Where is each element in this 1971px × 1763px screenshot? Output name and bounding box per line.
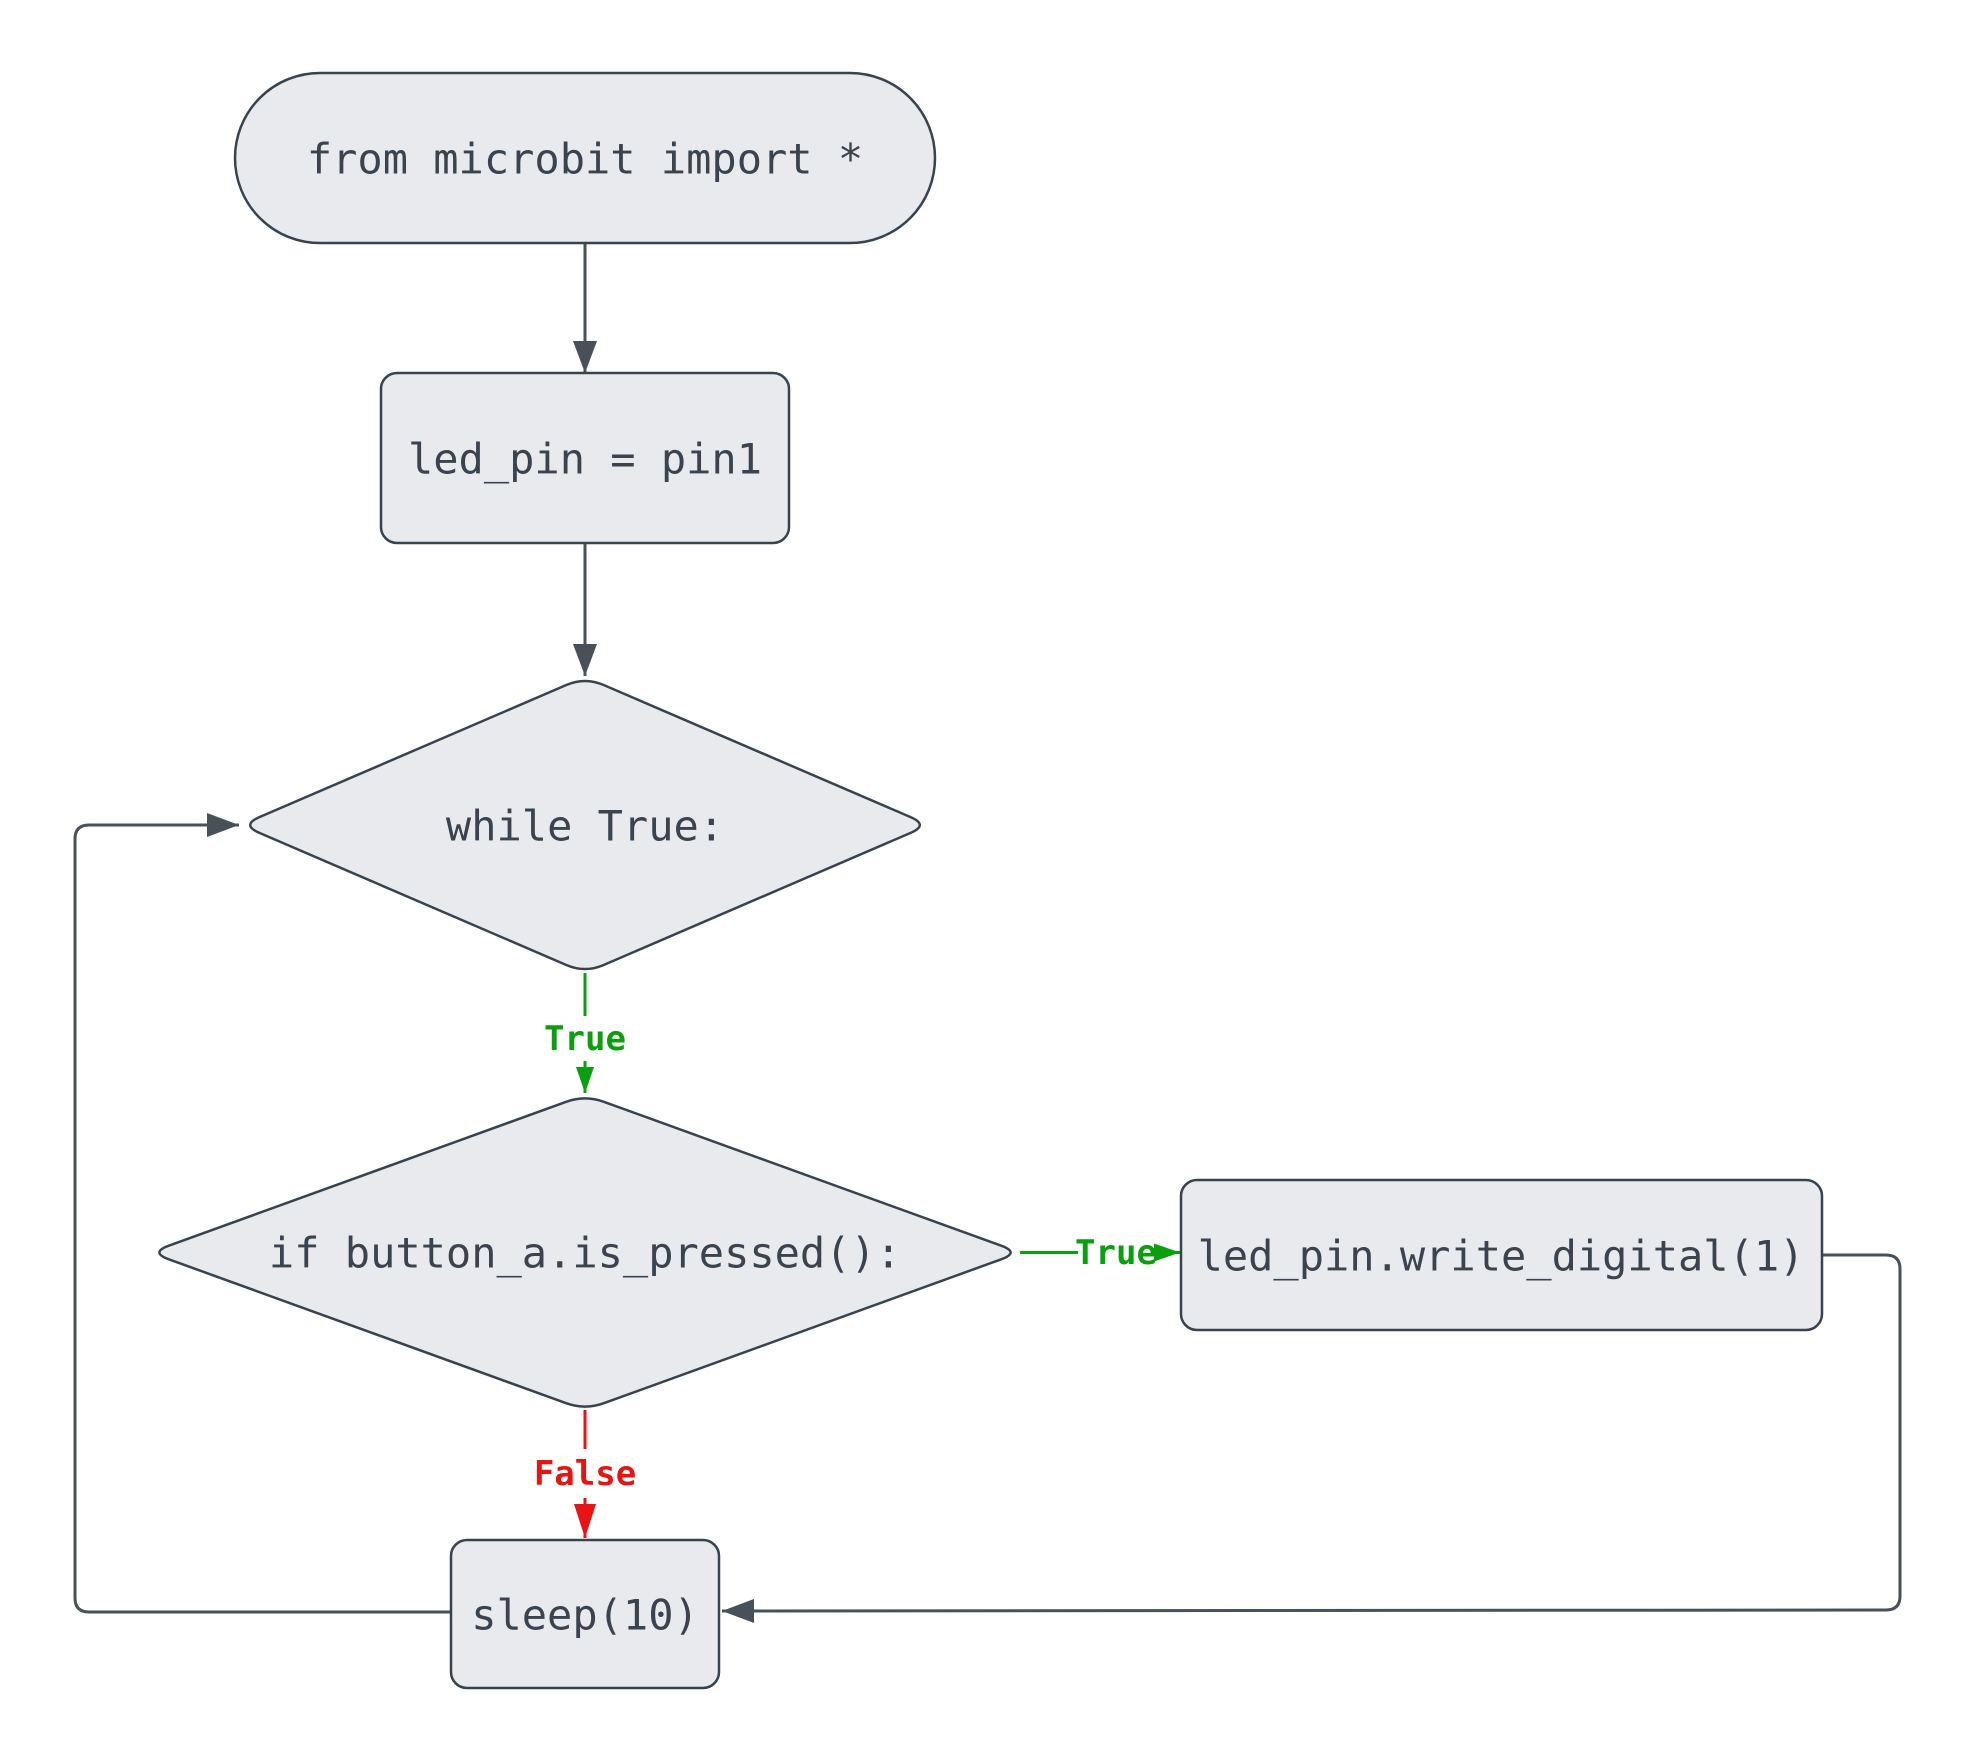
edge-label-if-true: True [1075,1233,1157,1273]
node-init-led-pin-shape [379,371,791,545]
node-start-label: from microbit import * [307,135,863,184]
node-start-shape [233,71,937,245]
node-sleep-label: sleep(10) [471,1591,699,1640]
node-if-button: if button_a.is_pressed(): [158,1097,1012,1408]
edge-sleep-to-while [73,813,451,1614]
node-if-button-shape [158,1097,1012,1408]
node-while-loop: while True: [248,679,922,971]
node-init-led-pin-label: led_pin = pin1 [408,435,762,484]
node-start: from microbit import * [233,71,937,245]
node-write-digital-shape [1179,1178,1824,1332]
node-if-button-label: if button_a.is_pressed(): [269,1229,901,1278]
edge-label-while-true: True [544,1019,626,1059]
edge-label-if-false: False [534,1454,636,1494]
node-while-loop-shape [248,679,922,971]
node-while-loop-label: while True: [446,802,724,851]
node-sleep: sleep(10) [449,1538,721,1690]
node-write-digital: led_pin.write_digital(1) [1179,1178,1824,1332]
edge-write-to-sleep [721,1253,1902,1623]
node-write-digital-label: led_pin.write_digital(1) [1198,1232,1805,1281]
node-init-led-pin: led_pin = pin1 [379,371,791,545]
node-sleep-shape [449,1538,721,1690]
